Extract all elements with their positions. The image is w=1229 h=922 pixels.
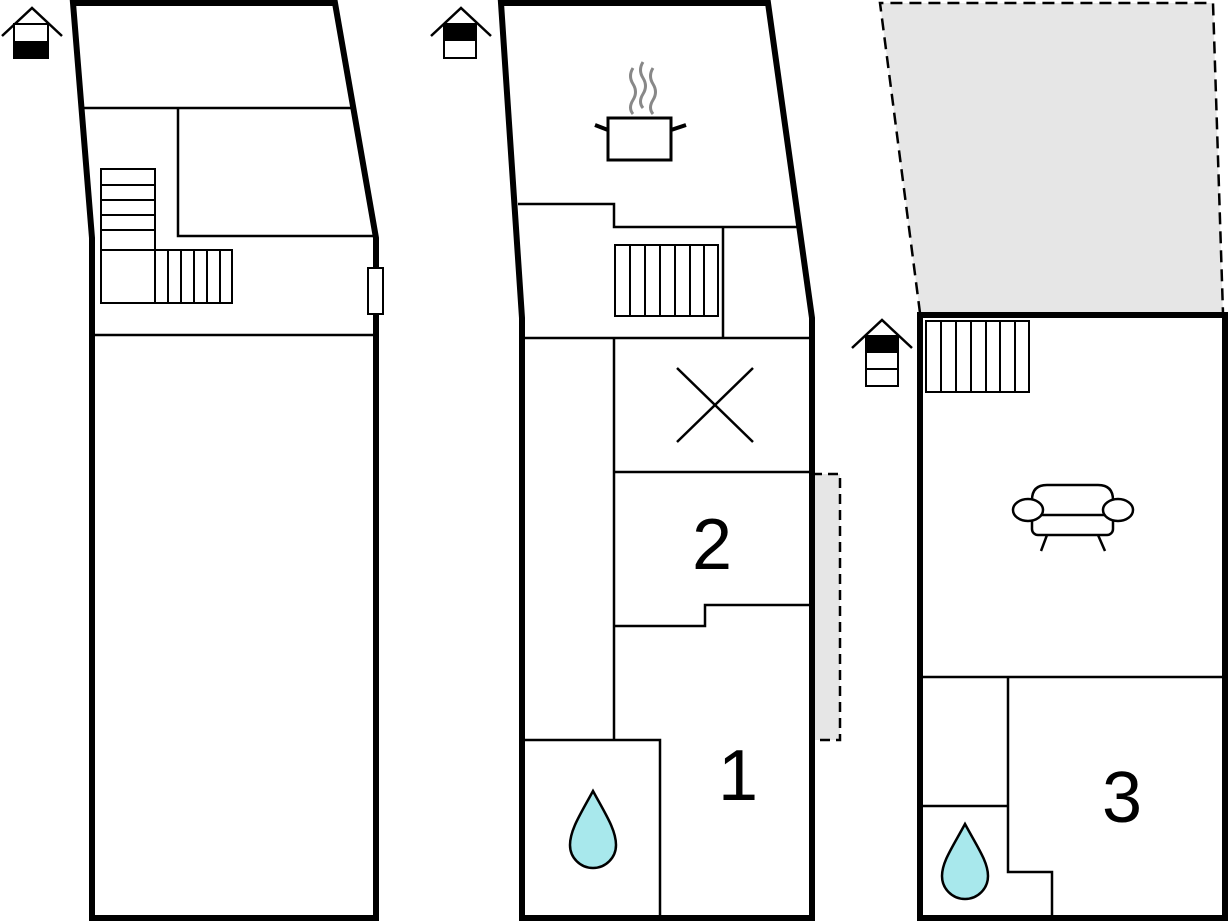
floor-3-plan: 3 xyxy=(851,1,1228,921)
window xyxy=(367,267,384,315)
water-drop-icon xyxy=(940,821,990,901)
floor-indicator-icon-top xyxy=(1,6,63,59)
kitchen-pot-icon xyxy=(594,61,687,162)
sofa-icon xyxy=(1011,483,1135,552)
water-drop-icon xyxy=(568,788,618,870)
stairs-icon xyxy=(100,168,233,304)
terrace xyxy=(878,1,1225,314)
balcony xyxy=(812,472,842,742)
floor-indicator-icon-middle xyxy=(430,6,492,59)
floor-1-outer-wall xyxy=(69,0,379,921)
floor-indicator-icon-bottom xyxy=(851,318,913,387)
room-number-1: 1 xyxy=(718,736,758,816)
stairs-icon xyxy=(925,320,1030,393)
floor-2-outer-wall xyxy=(497,0,815,921)
storage-cross-icon xyxy=(676,367,754,443)
stairs-icon xyxy=(614,244,719,317)
room-number-2: 2 xyxy=(692,505,732,585)
room-number-3: 3 xyxy=(1102,758,1142,838)
floor-2-plan: 2 1 xyxy=(430,0,842,921)
floor-1-plan xyxy=(1,0,384,921)
floor-3-outer-wall xyxy=(917,312,1228,921)
